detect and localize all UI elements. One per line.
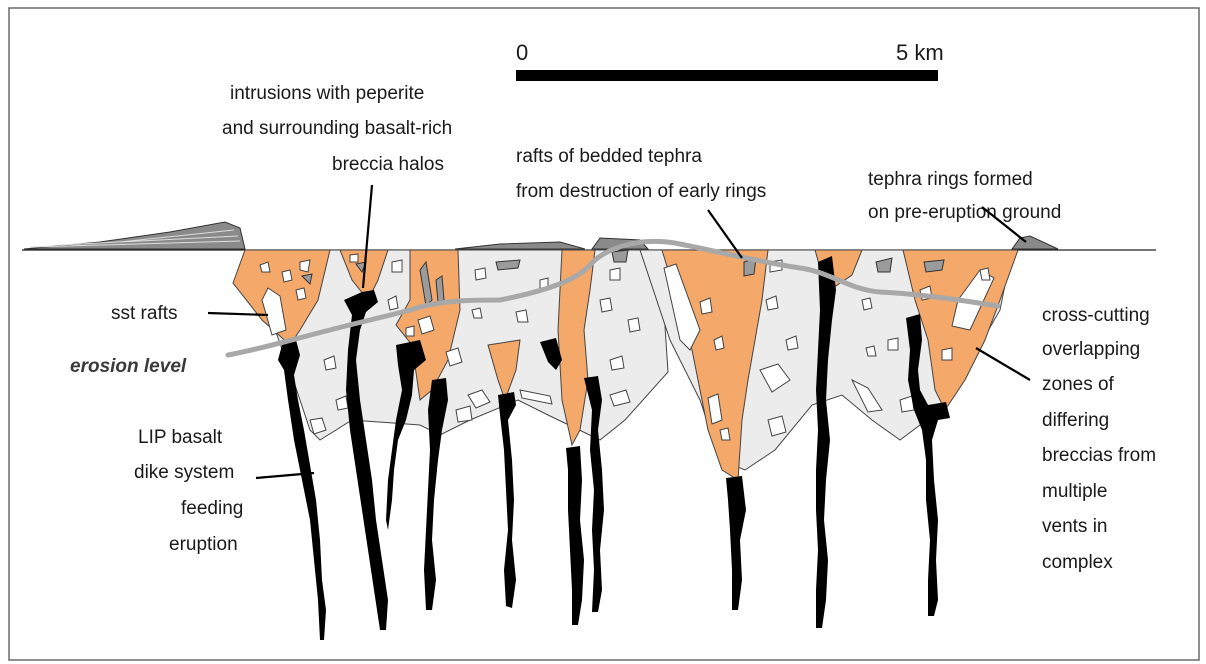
label-rafts-tephra-line-2: from destruction of early rings [516,181,766,202]
scale-bar-end-label: 5 km [896,40,944,65]
label-intrusions-line-1: intrusions with peperite [230,83,424,104]
clast [300,260,310,272]
label-sst-rafts: sst rafts [111,303,178,324]
label-lip-basalt-line-2: dike system [134,462,234,483]
clast [612,250,628,262]
label-lip-basalt-line-3: feeding [181,498,243,519]
clast [472,308,482,318]
clast [942,348,952,360]
label-erosion-level: erosion level [70,356,187,377]
clast [496,260,520,270]
label-cross-cutting-line-1: cross-cutting [1042,305,1150,326]
clast [392,260,402,272]
clast [628,318,640,332]
label-cross-cutting-line-7: vents in [1042,516,1107,537]
clast [980,268,990,280]
clast [350,254,358,262]
label-lip-basalt-line-1: LIP basalt [138,427,223,448]
clast [720,428,730,440]
clast [282,270,292,282]
label-cross-cutting-line-2: overlapping [1042,339,1140,360]
clast [862,298,872,310]
label-intrusions-line-2: and surrounding basalt-rich [222,118,452,139]
clast [296,288,306,300]
clast [600,298,612,312]
clast [436,276,444,302]
scale-bar-rule [516,70,938,81]
label-lip-basalt-line-4: eruption [169,534,238,555]
clast [406,326,414,336]
label-rafts-tephra-line-1: rafts of bedded tephra [516,146,702,167]
label-tephra-rings-line-2: on pre-eruption ground [868,202,1061,223]
label-cross-cutting-line-6: multiple [1042,481,1107,502]
label-cross-cutting-line-8: complex [1042,552,1113,573]
clast [866,346,876,356]
clast [888,338,898,350]
clast [475,268,486,280]
label-intrusions-line-3: breccia halos [332,154,444,175]
clast [516,310,528,322]
clast [924,260,944,272]
scale-bar-start-label: 0 [516,40,528,65]
clast [610,268,620,280]
label-tephra-rings-line-1: tephra rings formed [868,169,1033,190]
label-cross-cutting-line-5: breccias from [1042,445,1156,466]
label-cross-cutting-line-3: zones of [1042,374,1115,395]
label-cross-cutting-line-4: differing [1042,410,1109,431]
